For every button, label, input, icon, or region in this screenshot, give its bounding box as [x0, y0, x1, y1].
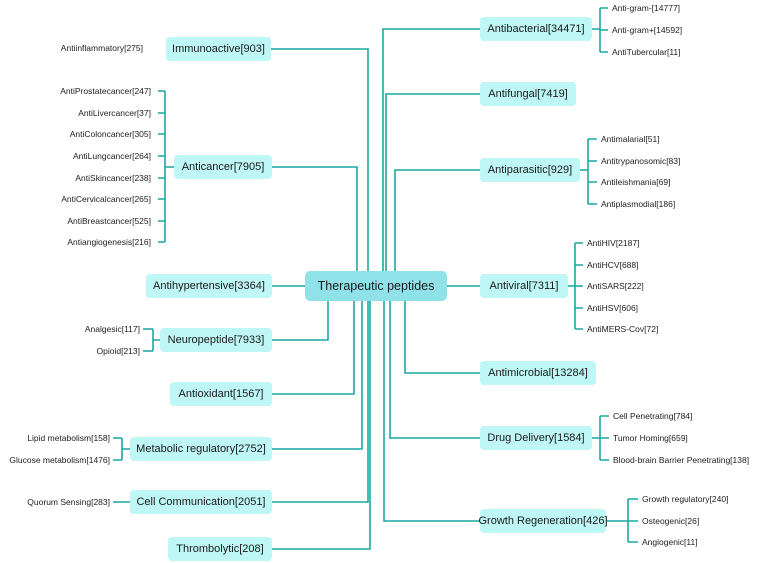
leaf-opioid: Opioid[213]	[96, 346, 140, 356]
edge-anticancer	[272, 166, 358, 271]
edge-metabolic	[272, 301, 363, 450]
leaf-anticoloncancer: AntiColoncancer[305]	[69, 129, 151, 139]
edge-antiparasitic	[394, 169, 480, 271]
leaf-antimalarial: Antimalarial[51]	[601, 134, 660, 144]
edge-drugdelivery	[389, 301, 480, 439]
category-drug-delivery[interactable]: Drug Delivery[1584]	[480, 426, 592, 450]
leaf-antihiv: AntiHIV[2187]	[587, 238, 640, 248]
category-growth-regeneration[interactable]: Growth Regeneration[426]	[478, 509, 608, 533]
bracket-anticancer	[158, 90, 174, 243]
leaf-antisars: AntiSARS[222]	[587, 281, 644, 291]
leaf-antitrypanosomic: Antitrypanosomic[83]	[601, 156, 681, 166]
leaf-antiinflammatory: Antiinflammatory[275]	[60, 43, 143, 53]
leaf-antimers-cov: AntiMERS-Cov[72]	[587, 324, 659, 334]
bracket-growth	[606, 498, 638, 543]
category-thrombolytic[interactable]: Thrombolytic[208]	[168, 537, 272, 561]
leaf-lipid-metabolism: Lipid metabolism[158]	[27, 433, 110, 443]
edge-antimicrobial	[404, 301, 480, 374]
bracket-antiviral	[568, 242, 583, 330]
bracket-drugdelivery	[592, 415, 609, 461]
category-antihypertensive[interactable]: Antihypertensive[3364]	[146, 274, 272, 298]
category-antifungal[interactable]: Antifungal[7419]	[480, 82, 576, 106]
category-neuropeptide[interactable]: Neuropeptide[7933]	[160, 328, 272, 352]
bracket-neuropeptide	[143, 328, 160, 352]
edge-neuropeptide	[272, 301, 329, 341]
leaf-antitubercular: AntiTubercular[11]	[612, 47, 681, 57]
leaf-antilungcancer: AntiLungcancer[264]	[73, 151, 151, 161]
leaf-anti-gram-negative: Anti-gram-[14777]	[612, 3, 681, 13]
edge-antioxidant	[272, 301, 355, 395]
edge-cellcomm	[272, 301, 369, 503]
leaf-osteogenic: Osteogenic[26]	[642, 516, 700, 526]
edge-antifungal	[385, 93, 480, 271]
leaf-anti-gram-positive: Anti-gram+[14592]	[612, 25, 683, 35]
leaf-antiprostatecancer: AntiProstatecancer[247]	[60, 86, 151, 96]
category-anticancer[interactable]: Anticancer[7905]	[174, 155, 272, 179]
leaf-antiplasmodial: Antiplasmodial[186]	[601, 199, 676, 209]
leaf-analgesic: Analgesic[117]	[84, 324, 140, 334]
category-cell-communication[interactable]: Cell Communication[2051]	[130, 490, 272, 514]
bracket-antiparasitic	[580, 138, 597, 205]
category-antiviral[interactable]: Antiviral[7311]	[480, 274, 568, 298]
leaf-antileishmania: Antileishmania[69]	[601, 177, 671, 187]
leaf-tumor-homing: Tumor Homing[659]	[613, 433, 688, 443]
leaf-antilivercancer: AntiLivercancer[37]	[78, 108, 151, 118]
leaf-antiangiogenesis: Antiangiogenesis[216]	[67, 237, 151, 247]
edge-immunoactive	[271, 48, 369, 271]
leaf-antihsv: AntiHSV[606]	[587, 303, 639, 313]
edge-growth	[383, 301, 480, 522]
leaf-growth-regulatory: Growth regulatory[240]	[642, 494, 729, 504]
leaf-glucose-metabolism: Glucose metabolism[1476]	[9, 455, 110, 465]
category-antimicrobial[interactable]: Antimicrobial[13284]	[480, 361, 596, 385]
leaf-blood-brain-barrier: Blood-brain Barrier Penetrating[138]	[613, 455, 750, 465]
leaf-antihcv: AntiHCV[688]	[587, 260, 639, 270]
edge-thrombolytic	[272, 301, 371, 550]
category-metabolic-regulatory[interactable]: Metabolic regulatory[2752]	[130, 437, 272, 461]
leaf-anticervicalcancer: AntiCervicalcancer[265]	[61, 194, 151, 204]
leaf-antiskincancer: AntiSkincancer[238]	[75, 173, 151, 183]
leaf-quorum-sensing: Quorum Sensing[283]	[27, 497, 110, 507]
leaf-antibreastcancer: AntiBreastcancer[525]	[67, 216, 151, 226]
leaf-angiogenic: Angiogenic[11]	[642, 537, 698, 547]
category-immunoactive[interactable]: Immunoactive[903]	[166, 37, 271, 61]
category-antioxidant[interactable]: Antioxidant[1567]	[170, 382, 272, 406]
bracket-antibacterial	[592, 7, 608, 53]
center-node[interactable]: Therapeutic peptides	[305, 271, 447, 301]
bracket-metabolic	[113, 437, 130, 461]
category-antibacterial[interactable]: Antibacterial[34471]	[480, 17, 592, 41]
leaf-cell-penetrating: Cell Penetrating[784]	[613, 411, 693, 421]
edge-antibacterial	[382, 28, 480, 271]
category-antiparasitic[interactable]: Antiparasitic[929]	[480, 158, 580, 182]
